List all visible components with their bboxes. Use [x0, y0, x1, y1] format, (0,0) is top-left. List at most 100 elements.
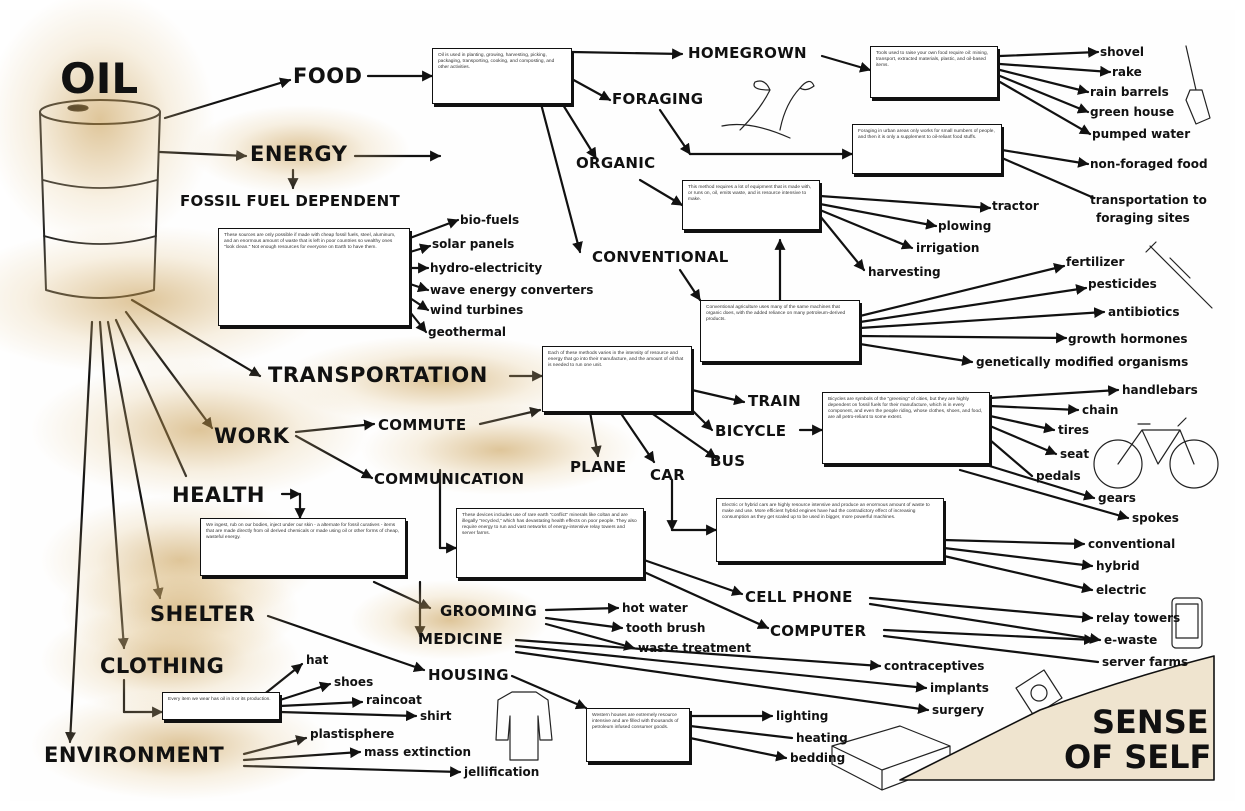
connector-arrow	[998, 74, 1090, 114]
sweater-sketch-icon	[495, 691, 553, 761]
connector-arrow	[678, 268, 702, 302]
leaf-implants: implants	[930, 681, 989, 695]
leaf-handlebars: handlebars	[1122, 383, 1198, 397]
connector-arrow	[818, 202, 938, 230]
node-environment: ENVIRONMENT	[44, 743, 225, 767]
connector-arrow	[988, 424, 1058, 456]
note-health: We ingest, rub on our bodies, inject und…	[200, 518, 406, 576]
leaf-electric: electric	[1096, 583, 1147, 597]
connector-arrow	[988, 385, 1120, 400]
leaf-shovel: shovel	[1100, 45, 1145, 59]
leaf-heating: heating	[796, 731, 848, 745]
connector-arrow	[690, 388, 746, 406]
of-self-label: OF SELF	[1064, 738, 1212, 776]
leaf-mass-extinction: mass extinction	[364, 745, 472, 759]
connector-arrow	[688, 724, 794, 740]
connector-arrow	[618, 410, 656, 464]
leaf-conventional: conventional	[1088, 537, 1176, 551]
poster-title: OIL	[60, 54, 139, 103]
node-transportation: TRANSPORTATION	[268, 363, 488, 387]
leaf-pesticides: pesticides	[1088, 277, 1157, 291]
leaf-harvesting: harvesting	[868, 265, 941, 279]
connector-arrow	[688, 736, 788, 762]
leaf-hydro-electricity: hydro-electricity	[430, 261, 543, 275]
node-homegrown: HOMEGROWN	[688, 44, 807, 62]
connector-arrow	[558, 98, 598, 160]
leaf-growth-hormones: growth hormones	[1068, 332, 1188, 346]
connector-arrow	[642, 558, 744, 596]
note-foraging: Foraging in urban areas only works for s…	[852, 124, 1002, 174]
leaf-chain: chain	[1082, 403, 1119, 417]
connector-arrow	[858, 263, 1066, 318]
connector-arrow	[408, 310, 428, 334]
connector-arrow	[514, 650, 930, 715]
note-energy: These sources are only possible if made …	[218, 228, 410, 326]
connector-arrow	[882, 634, 1100, 664]
connector-arrow	[868, 596, 1094, 623]
connector-arrow	[278, 696, 364, 708]
note-bicycle: Bicycles are symbols of the "greening" o…	[822, 392, 990, 464]
leaf-lighting: lighting	[776, 709, 829, 723]
note-homegrown: Tools used to raise your own food requir…	[870, 46, 998, 98]
node-computer: COMPUTER	[770, 622, 867, 640]
connector-arrow	[942, 546, 1094, 571]
leaf-tires: tires	[1058, 423, 1090, 437]
leaf-spokes: spokes	[1132, 511, 1179, 525]
node-fossil-fuel-dependent: FOSSIL FUEL DEPENDENT	[180, 192, 401, 210]
leaf-jellification: jellification	[464, 765, 540, 779]
halo-shading	[360, 405, 640, 495]
connector-arrow	[690, 408, 714, 432]
node-medicine: MEDICINE	[418, 630, 503, 648]
note-organic: This method requires a lot of equipment …	[682, 180, 820, 230]
leaf-genetically-modified-organisms: genetically modified organisms	[976, 355, 1189, 369]
leaf-fertilizer: fertilizer	[1066, 255, 1125, 269]
leaf-plowing: plowing	[938, 219, 992, 233]
leaf-contraceptives: contraceptives	[884, 659, 985, 673]
note-clothing: Every item we wear has oil in it or its …	[162, 692, 280, 720]
connector-arrow	[642, 570, 770, 630]
connector-arrow	[818, 194, 992, 213]
node-health: HEALTH	[172, 483, 265, 507]
connector-arrow	[942, 538, 1086, 550]
leaf-solar-panels: solar panels	[432, 237, 515, 251]
node-organic: ORGANIC	[576, 154, 656, 172]
leaf-pumped-water: pumped water	[1092, 127, 1191, 141]
leaf-relay-towers: relay towers	[1096, 611, 1181, 625]
node-housing: HOUSING	[428, 666, 509, 684]
node-commute: COMMUTE	[378, 416, 467, 434]
connector-arrow	[858, 307, 1106, 330]
bicycle-frame-icon	[1117, 417, 1195, 465]
leaf-foraging-sites: foraging sites	[1096, 211, 1190, 225]
leaf-irrigation: irrigation	[916, 241, 980, 255]
note-car: Electric or hybrid cars are highly resou…	[716, 498, 944, 562]
connector-arrow	[638, 178, 684, 207]
node-train: TRAIN	[748, 392, 802, 410]
leaf-hot-water: hot water	[622, 601, 688, 615]
connector-arrow	[988, 438, 1034, 478]
cell-phone-screen	[1175, 603, 1199, 639]
leaf-tooth-brush: tooth brush	[626, 621, 706, 635]
note-conventional: Conventional agriculture uses many of th…	[700, 300, 860, 362]
leaf-antibiotics: antibiotics	[1108, 305, 1180, 319]
leaf-rake: rake	[1112, 65, 1142, 79]
connector-arrow	[1000, 148, 1090, 168]
node-bicycle: BICYCLE	[715, 422, 787, 440]
connector-arrow	[858, 342, 974, 366]
leaf-geothermal: geothermal	[428, 325, 507, 339]
connector-arrow	[658, 108, 692, 156]
connector-arrow	[514, 644, 928, 693]
halo-shading	[0, 0, 215, 250]
leaf-bedding: bedding	[790, 751, 846, 765]
leaf-pedals: pedals	[1036, 469, 1081, 483]
leaf-tractor: tractor	[992, 199, 1039, 213]
leaf-waste-treatment: waste treatment	[638, 641, 751, 655]
connector-arrow	[818, 214, 866, 272]
leaf-hat: hat	[306, 653, 329, 667]
shovel-sketch-icon	[1185, 45, 1211, 125]
connector-arrow	[988, 414, 1056, 434]
leaf-seat: seat	[1060, 447, 1090, 461]
syringe-sketch-icon	[1145, 241, 1213, 309]
connector-arrow	[998, 62, 1112, 77]
leaf-gears: gears	[1098, 491, 1136, 505]
